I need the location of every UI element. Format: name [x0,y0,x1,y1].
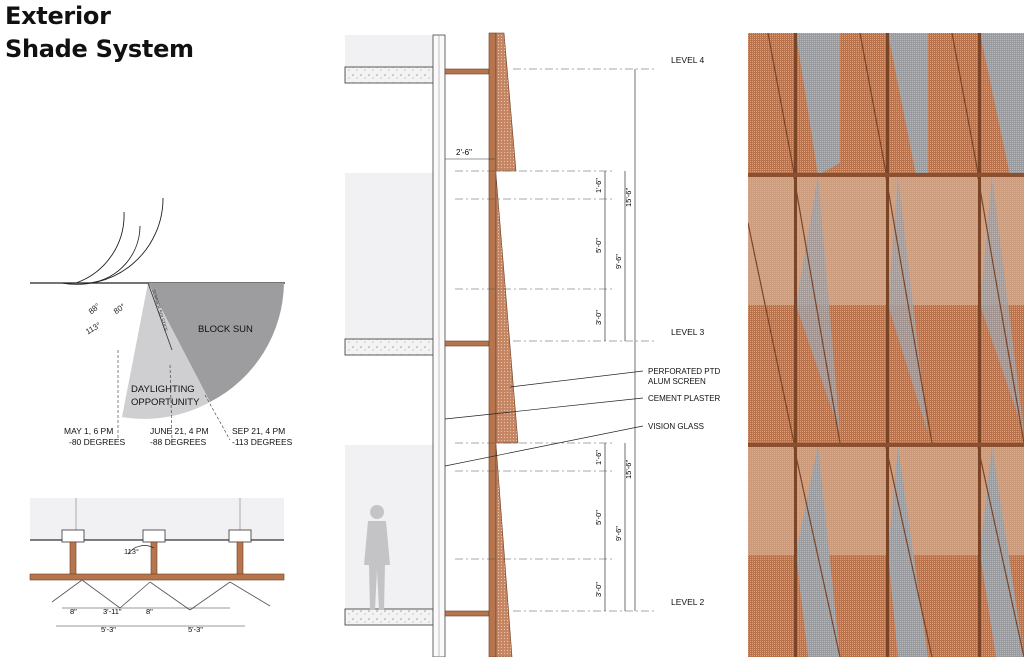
dim-upper-4: 9'-6" [614,254,623,269]
glass-label: VISION GLASS [648,422,704,431]
dim-upper-3: 3'-0" [594,310,603,325]
facade-elevation-render [748,33,1024,657]
angle-label-80: 80° [112,302,127,316]
daylighting-label-1: DAYLIGHTING [131,384,195,395]
level-3-label: LEVEL 3 [671,327,705,337]
callout-may-deg: -80 DEGREES [69,437,126,447]
dim-lower-1: 1'-6" [594,450,603,465]
plan-dim-3: 8" [146,607,153,616]
callout-may-date: MAY 1, 6 PM [64,426,113,436]
dim-upper-5: 15'-6" [624,188,633,207]
sun-angle-diagram: 80° 88° 113° SUMMER SOLSTICE BLOCK SUN D… [30,197,293,447]
slab-level-2 [344,608,438,626]
level-4-label: LEVEL 4 [671,55,705,65]
slab-level-3 [344,338,438,356]
plan-detail: 113° 8" 3'-11" 8" 5'-3" 5'-3" [29,498,285,634]
screen-panel-middle [495,174,519,444]
block-sun-wedge [148,283,284,402]
wall-section: 2'-6" 1'-6" 5'-0" 3'-0" 9'-6" 15'-6" 1'-… [344,32,721,657]
callout-june-date: JUNE 21, 4 PM [150,426,209,436]
screen-label-1: PERFORATED PTD [648,367,721,376]
dim-lower-2: 5'-0" [594,510,603,525]
level-2-label: LEVEL 2 [671,597,705,607]
plan-dim-1: 8" [70,607,77,616]
screen-panel-lower [495,444,513,657]
callout-sep-deg: -113 DEGREES [232,437,293,447]
dim-upper-2: 5'-0" [594,238,603,253]
callout-june-deg: -88 DEGREES [150,437,207,447]
dim-lower-3: 3'-0" [594,582,603,597]
plan-dim-2: 3'-11" [103,607,122,616]
block-sun-label: BLOCK SUN [198,324,253,335]
daylighting-wedge [122,283,210,419]
page-title: Exterior Shade System [5,0,194,66]
angle-label-88: 88° [87,301,102,316]
daylighting-label-2: OPPORTUNITY [131,397,200,408]
person-silhouette [364,505,390,610]
dim-lower-5: 15'-6" [624,460,633,479]
screen-label-2: ALUM SCREEN [648,377,706,386]
plaster-label: CEMENT PLASTER [648,394,721,403]
angle-label-113: 113° [84,321,102,337]
dim-lower-4: 9'-6" [614,526,623,541]
title-line-1: Exterior [5,2,111,30]
dim-upper-1: 1'-6" [594,178,603,193]
offset-dim: 2'-6" [456,148,472,157]
plan-dim-4: 5'-3" [101,625,116,634]
title-line-2: Shade System [5,35,194,63]
plan-angle-label: 113° [124,547,139,556]
plan-dim-5: 5'-3" [188,625,203,634]
slab-level-4 [344,66,438,84]
callout-sep-date: SEP 21, 4 PM [232,426,285,436]
screen-panel-upper [495,32,517,172]
